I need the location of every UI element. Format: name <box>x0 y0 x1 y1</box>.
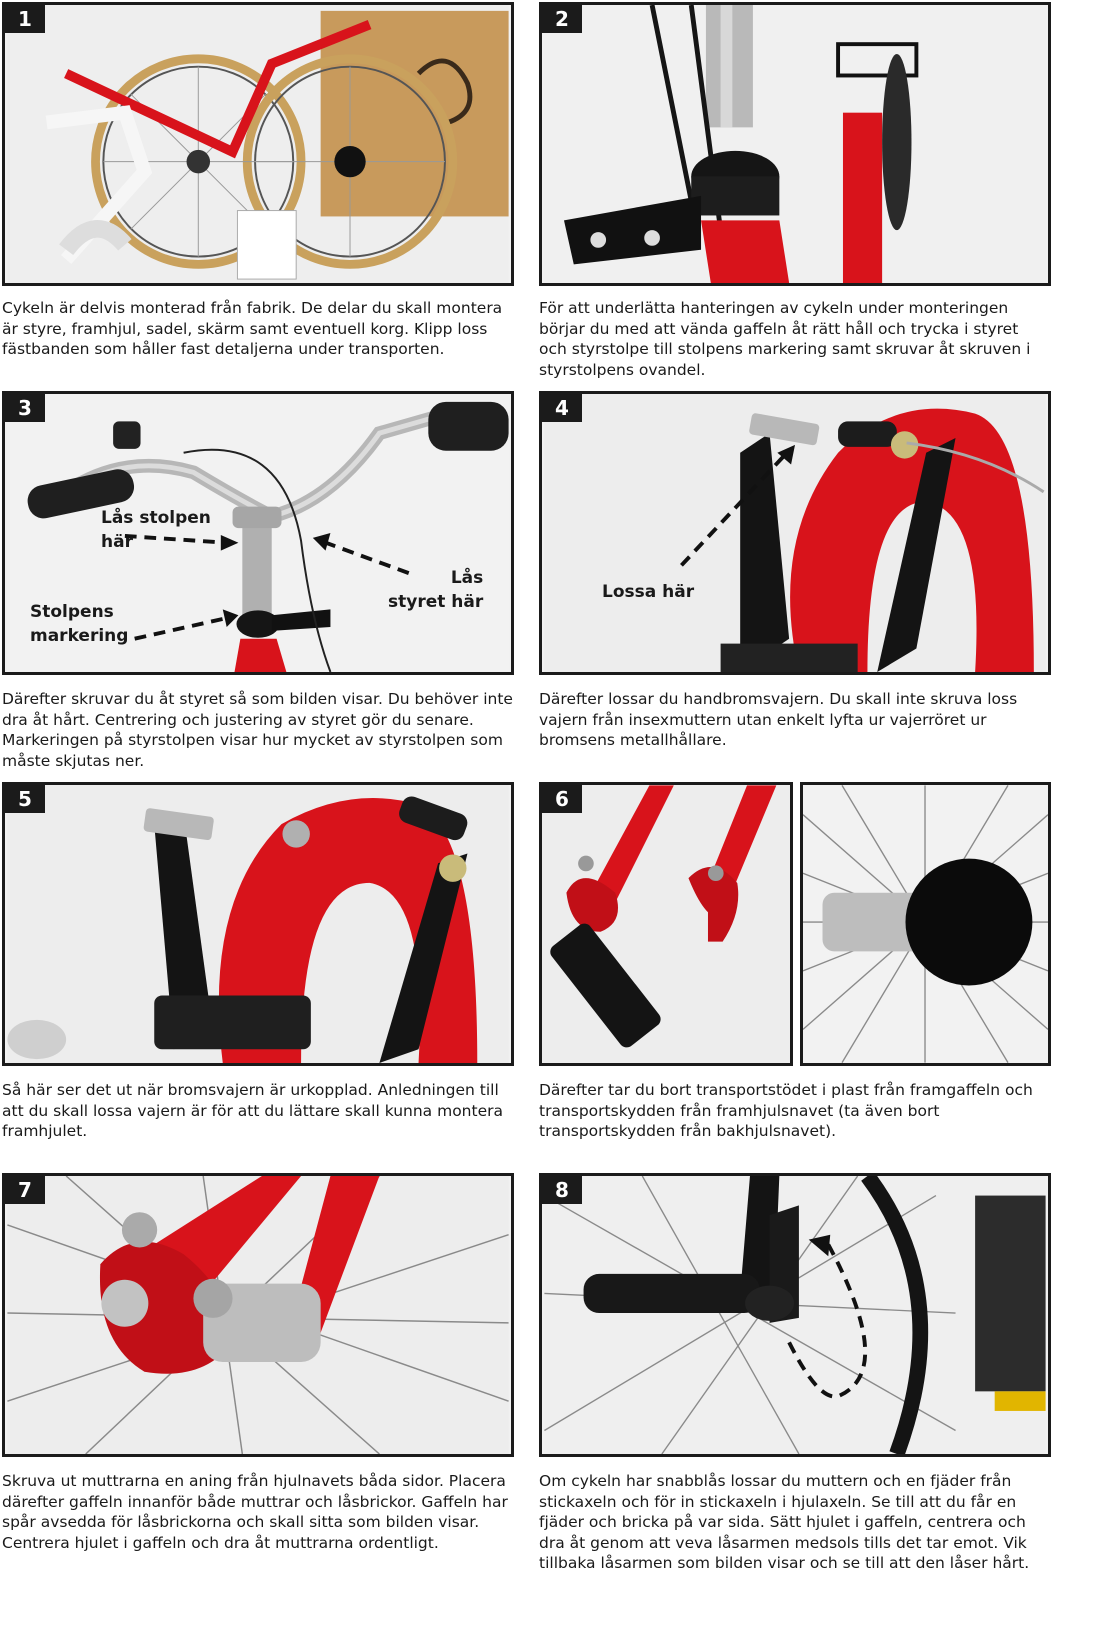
step-7-caption: Skruva ut muttrarna en aning från hjulna… <box>2 1472 508 1552</box>
step-5-caption: Så här ser det ut när bromsvajern är urk… <box>2 1081 503 1140</box>
step-number-badge: 7 <box>5 1176 45 1204</box>
step-2-caption: För att underlätta hanteringen av cykeln… <box>539 299 1031 379</box>
step-6-photo-fork: 6 <box>539 782 793 1066</box>
handlebar-illustration <box>7 394 509 672</box>
step-number-badge: 2 <box>542 5 582 33</box>
step-1-photo: 1 <box>2 2 514 286</box>
bicycle-unpacked-illustration <box>7 5 509 283</box>
front-wheel-nuts-illustration <box>7 1176 509 1454</box>
step-number-badge: 1 <box>5 5 45 33</box>
quick-release-illustration <box>544 1176 1046 1454</box>
callout-loosen: Lossa här <box>602 582 695 602</box>
step-number-badge: 8 <box>542 1176 582 1204</box>
step-4-caption: Därefter lossar du handbromsvajern. Du s… <box>539 690 1018 749</box>
step-8-photo: 8 <box>539 1173 1051 1457</box>
step-5-photo: 5 <box>2 782 514 1066</box>
step-number-badge: 3 <box>5 394 45 422</box>
step-3-photo: 3 Lås stolpen här Lås styret här Stolpen… <box>2 391 514 675</box>
step-6-caption: Därefter tar du bort transportstödet i p… <box>539 1081 1033 1140</box>
step-4-photo: 4 Lossa här <box>539 391 1051 675</box>
step-6-photo-hub <box>800 782 1051 1066</box>
step-number-badge: 4 <box>542 394 582 422</box>
uncoupled-brake-illustration <box>7 785 509 1063</box>
step-8-caption: Om cykeln har snabblås lossar du muttern… <box>539 1472 1030 1572</box>
step-1-caption: Cykeln är delvis monterad från fabrik. D… <box>2 299 503 358</box>
step-7-photo: 7 <box>2 1173 514 1457</box>
fork-transport-support-illustration <box>542 785 790 1063</box>
step-number-badge: 6 <box>542 785 582 813</box>
callout-lock-bar: Lås styret här <box>388 568 484 612</box>
brake-cable-illustration <box>544 394 1046 672</box>
callout-lock-post: Lås stolpen här <box>101 508 211 552</box>
hub-transport-cover-illustration <box>803 785 1048 1063</box>
step-number-badge: 5 <box>5 785 45 813</box>
step-3-caption: Därefter skruvar du åt styret så som bil… <box>2 690 513 770</box>
step-2-photo: 2 <box>539 2 1051 286</box>
callout-post-mark: Stolpens markering <box>30 602 129 646</box>
fork-and-stem-illustration <box>544 5 1046 283</box>
